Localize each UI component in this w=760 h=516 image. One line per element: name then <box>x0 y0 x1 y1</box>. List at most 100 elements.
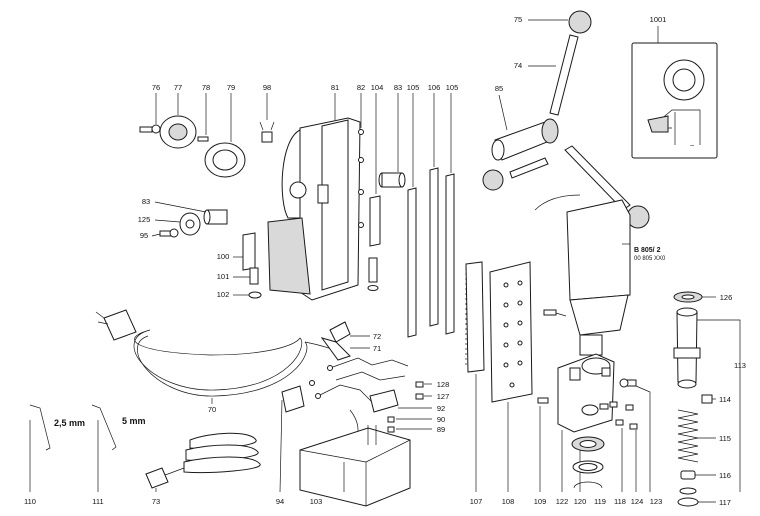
screw-95 <box>151 228 179 238</box>
label-122: 122 <box>556 497 569 506</box>
label-105a: 105 <box>407 83 420 92</box>
label-81: 81 <box>331 83 339 92</box>
bolt-101 <box>233 267 259 285</box>
label-90: 90 <box>437 415 445 424</box>
label-98: 98 <box>263 83 271 92</box>
label-123: 123 <box>650 497 663 506</box>
label-127: 127 <box>437 392 450 401</box>
cap-114 <box>701 394 716 404</box>
feed-shaft-85 <box>491 94 559 161</box>
gear-rack-107 <box>465 261 485 492</box>
brush-holder-77 <box>159 93 197 149</box>
label-120: 120 <box>574 497 587 506</box>
ring-120 <box>571 436 605 492</box>
screw-76 <box>139 93 161 134</box>
label-110: 110 <box>24 497 36 506</box>
label-95: 95 <box>140 231 148 240</box>
label-118: 118 <box>614 497 626 506</box>
label-76: 76 <box>152 83 160 92</box>
plate-100 <box>233 232 256 271</box>
switch-module-92 <box>369 389 432 413</box>
label-72: 72 <box>373 332 381 341</box>
circlip-117 <box>677 497 716 507</box>
rocker-switch-94 <box>279 385 305 493</box>
spindle-113 <box>673 307 741 492</box>
label-71: 71 <box>373 344 381 353</box>
feed-bar-right <box>564 145 650 229</box>
inset-box-1001: ~ <box>631 26 718 159</box>
label-116: 116 <box>719 471 731 480</box>
label-79: 79 <box>227 83 235 92</box>
hex-key-size-5: 5 mm <box>122 416 146 426</box>
label-107: 107 <box>470 497 483 506</box>
spring-115 <box>677 409 716 463</box>
plate-104 <box>369 93 381 247</box>
label-126: 126 <box>720 293 733 302</box>
label-106: 106 <box>428 83 441 92</box>
screw-78 <box>197 93 209 142</box>
label-111: 111 <box>92 497 103 506</box>
label-115: 115 <box>719 434 731 443</box>
cable-sleeve-71 <box>320 337 370 361</box>
washers-82 <box>358 93 364 228</box>
screw-89 <box>387 426 432 433</box>
label-103: 103 <box>310 497 323 506</box>
screw-123 <box>619 378 651 492</box>
sleeve-83b <box>154 201 228 225</box>
pulley-125 <box>154 212 201 236</box>
gib-strip-105a <box>407 93 417 338</box>
cable-bundle-73 <box>145 432 261 492</box>
label-104: 104 <box>371 83 384 92</box>
sleeve-83a <box>378 93 406 188</box>
label-75: 75 <box>514 15 522 24</box>
screw-holder <box>599 367 611 410</box>
screw-128 <box>415 381 432 388</box>
model-code: 00 805 XX0 <box>634 256 666 262</box>
screws-118-124 <box>609 401 638 492</box>
electronics-housing-103 <box>299 425 411 507</box>
label-74: 74 <box>514 61 522 70</box>
label-125: 125 <box>138 215 151 224</box>
label-78: 78 <box>202 83 210 92</box>
label-113: 113 <box>734 361 746 370</box>
handle-knob-75 <box>528 10 592 34</box>
hex-key-110 <box>29 404 51 492</box>
label-117: 117 <box>719 498 731 507</box>
model-name: B 805/ 2 <box>634 247 661 254</box>
washer-102 <box>233 291 262 299</box>
drill-motor-unit <box>534 194 631 356</box>
label-85: 85 <box>495 84 503 93</box>
wiring-harness <box>309 357 409 441</box>
slide-plate-108 <box>489 261 533 492</box>
cap-116 <box>680 470 716 480</box>
cable-grommet-72 <box>329 321 370 343</box>
carbon-brush-98 <box>259 93 275 143</box>
hex-key-111 <box>91 404 117 492</box>
gib-strip-105b <box>445 93 455 335</box>
power-cable-70 <box>133 329 341 404</box>
handle-bar-74 <box>528 34 579 116</box>
svg-text:~: ~ <box>690 141 695 150</box>
screw-motor <box>543 309 567 317</box>
label-70: 70 <box>208 405 216 414</box>
screw-109 <box>537 397 549 492</box>
brush-cap-79 <box>204 93 246 178</box>
bolt-column <box>367 257 379 291</box>
label-114: 114 <box>719 395 731 404</box>
label-100: 100 <box>217 252 230 261</box>
plug <box>95 309 137 341</box>
gib-strip-106 <box>429 93 439 327</box>
label-119: 119 <box>594 497 606 506</box>
label-77: 77 <box>174 83 182 92</box>
label-108: 108 <box>502 497 515 506</box>
label-105b: 105 <box>446 83 459 92</box>
label-1001: 1001 <box>650 15 667 24</box>
label-83a: 83 <box>394 83 402 92</box>
label-73: 73 <box>152 497 160 506</box>
label-101: 101 <box>217 272 230 281</box>
label-83b: 83 <box>142 197 150 206</box>
washer-126 <box>673 291 716 303</box>
label-82: 82 <box>357 83 365 92</box>
circlip-119 <box>573 481 603 489</box>
